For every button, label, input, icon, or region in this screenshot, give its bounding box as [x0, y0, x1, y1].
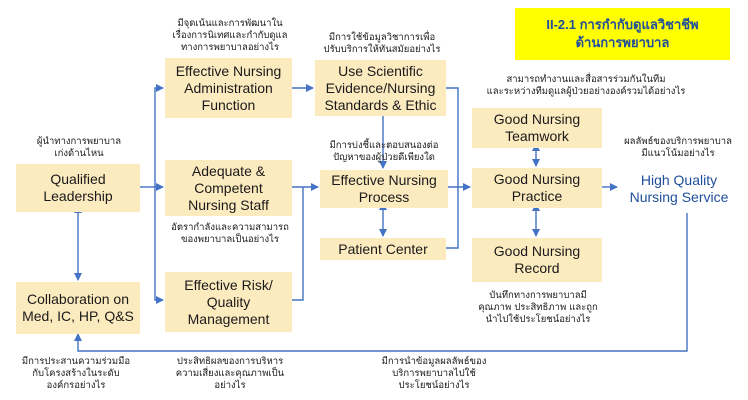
arrow-to-risk	[154, 187, 164, 304]
box-teamwork: Good Nursing Teamwork	[472, 108, 602, 148]
arrow-evidence-practice	[446, 87, 459, 187]
note-leadership: ผู้นำทางการพยาบาล เก่งด้านไหน	[36, 136, 122, 159]
title-line-2: ด้านการพยาบาล	[575, 35, 670, 50]
arrow-to-admin	[154, 84, 164, 187]
diagram-title: II-2.1 การกำกับดูแลวิชาชีพ ด้านการพยาบาล	[515, 8, 730, 60]
note-evidence: มีการใช้ข้อมูลวิชาการเพื่อ ปรับบริการให้…	[323, 32, 441, 55]
note-admin: มีจุดเน้นและการพัฒนาใน เรื่องการนิเทศและ…	[172, 18, 288, 53]
box-patient-center: Patient Center	[320, 238, 446, 260]
box-risk-quality: Effective Risk/ Quality Management	[165, 272, 292, 332]
note-collaboration: มีการประสานความร่วมมือ กับโครงสร้างในระด…	[21, 356, 131, 391]
box-practice: Good Nursing Practice	[472, 168, 602, 208]
box-scientific-evidence: Use Scientific Evidence/Nursing Standard…	[315, 60, 446, 116]
title-line-1: II-2.1 การกำกับดูแลวิชาชีพ	[546, 17, 699, 32]
note-teamwork: สามารถทำงานและสื่อสารร่วมกันในทีม และระห…	[486, 74, 686, 97]
box-admin-function: Effective Nursing Administration Functio…	[165, 58, 292, 118]
note-staff: อัตรากำลังและความสามารถ ของพยาบาลเป็นอย่…	[171, 222, 289, 245]
box-adequate-staff: Adequate & Competent Nursing Staff	[165, 160, 292, 216]
arrow-patient-practice	[446, 187, 459, 249]
note-record: บันทึกทางการพยาบาลมี คุณภาพ ประสิทธิภาพ …	[478, 290, 598, 325]
box-qualified-leadership: Qualified Leadership	[16, 164, 140, 212]
box-collaboration: Collaboration on Med, IC, HP, Q&S	[16, 282, 140, 334]
arrow-risk-process	[292, 187, 304, 301]
note-process: มีการบ่งชี้และตอบสนองต่อ ปัญหาของผู้ป่วย…	[329, 140, 439, 163]
arrow-feedback-loop	[74, 213, 688, 352]
box-nursing-process: Effective Nursing Process	[320, 170, 448, 208]
note-risk: ประสิทธิผลของการบริหาร ความเสี่ยงและคุณภ…	[175, 356, 285, 391]
box-high-quality-service: High Quality Nursing Service	[619, 168, 739, 210]
note-results-use: มีการนำข้อมูลผลลัพธ์ของ บริการพยาบาลไปใช…	[381, 356, 487, 391]
note-outcome: ผลลัพธ์ของบริการพยาบาล มีแนวโน้มอย่างไร	[624, 136, 732, 159]
box-record: Good Nursing Record	[472, 238, 602, 282]
